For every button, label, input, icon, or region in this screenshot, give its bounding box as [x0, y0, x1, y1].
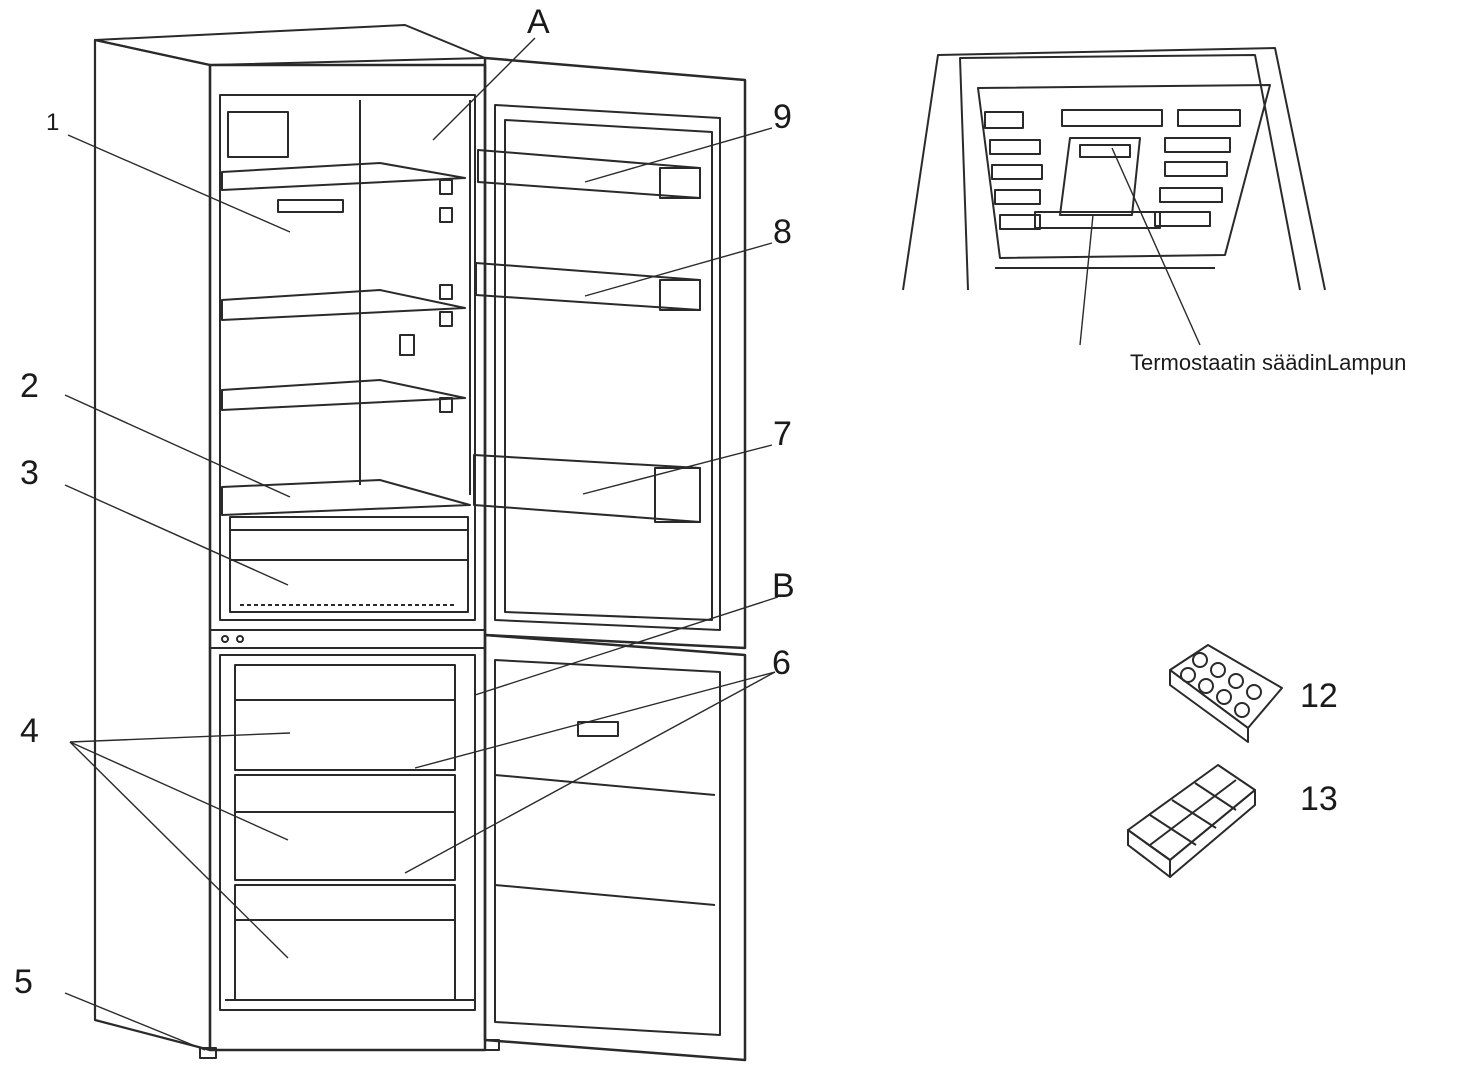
label-6: 6 — [772, 644, 791, 682]
ice-tray — [1127, 764, 1256, 878]
label-12: 12 — [1300, 677, 1338, 715]
fridge-door — [473, 56, 747, 650]
door-bin-9 — [477, 149, 701, 199]
label-A: A — [527, 3, 550, 41]
callout-labels: 1 2 3 4 5 A 9 8 7 B 6 12 13 Termostaatin… — [14, 3, 1406, 1001]
fridge-cabinet — [93, 24, 500, 1059]
egg-tray — [1169, 644, 1283, 743]
label-7: 7 — [773, 415, 792, 453]
label-13: 13 — [1300, 780, 1338, 818]
label-3: 3 — [20, 454, 39, 492]
freezer-door — [483, 633, 747, 1062]
label-8: 8 — [773, 213, 792, 251]
label-1: 1 — [46, 109, 59, 136]
door-bin-7 — [473, 454, 701, 523]
inset-caption: Termostaatin säädinLampun — [1130, 350, 1406, 375]
door-bin-8 — [475, 262, 701, 311]
label-5: 5 — [14, 963, 33, 1001]
label-B: B — [772, 567, 795, 605]
label-4: 4 — [20, 712, 39, 750]
leader-lines — [64, 37, 779, 1051]
label-9: 9 — [773, 98, 792, 136]
inset-thermostat-view — [902, 47, 1326, 346]
label-2: 2 — [20, 367, 39, 405]
